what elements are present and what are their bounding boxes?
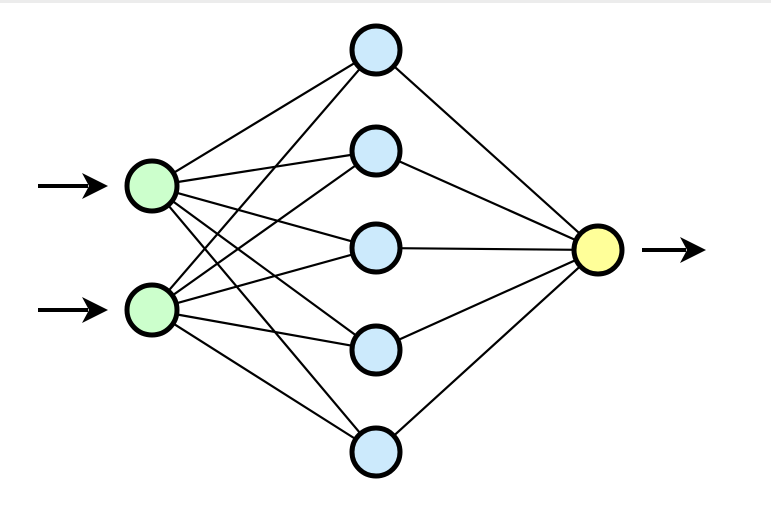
nodes-group [124,23,625,479]
out-arrow-1-head [680,237,706,263]
node-input-2[interactable] [124,282,180,338]
edge-h1-o1 [390,62,584,238]
node-hidden-5[interactable] [349,425,403,479]
edges-group [165,59,584,442]
node-hidden-3[interactable] [349,221,403,275]
node-output-1[interactable] [571,223,625,277]
edge-i2-h3 [172,252,357,306]
node-hidden-1[interactable] [349,23,403,77]
node-hidden-4[interactable] [349,323,403,377]
edge-h3-o1 [395,247,579,251]
edge-i1-h3 [172,190,357,244]
edge-i1-h5 [165,201,364,438]
edge-i2-h2 [168,162,360,299]
edge-i2-h5 [169,320,360,442]
edge-i1-h1 [169,59,360,176]
node-input-1[interactable] [124,158,180,214]
edge-i2-h4 [172,312,357,348]
in-arrow-1-head [82,173,108,199]
edge-h5-o1 [390,263,584,439]
arrows-group [38,173,706,323]
edge-h2-o1 [394,158,580,243]
edge-i1-h2 [172,153,357,184]
in-arrow-2-head [82,297,108,323]
edge-h4-o1 [394,257,580,343]
edge-i2-h1 [165,64,364,295]
top-edge-strip [0,0,771,3]
node-hidden-2[interactable] [349,124,403,178]
edge-i1-h4 [168,197,361,339]
